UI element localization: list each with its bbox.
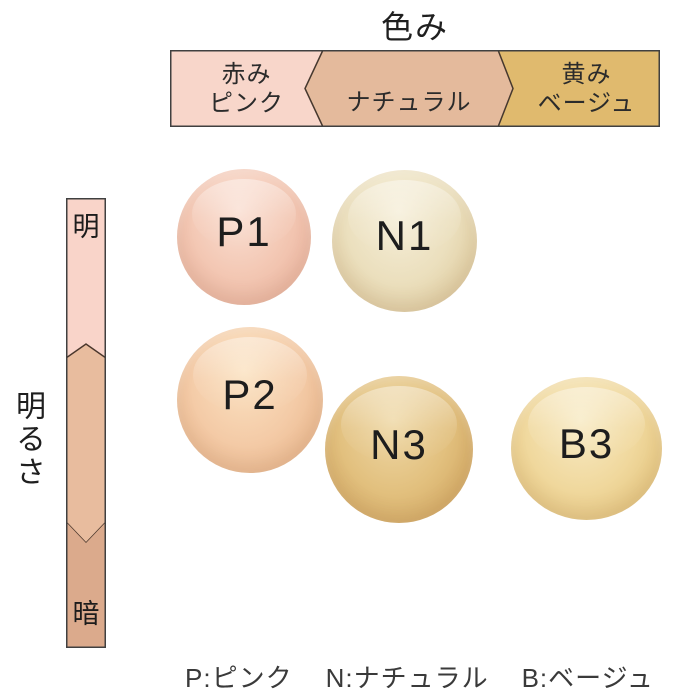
color-axis-bar: 赤み ピンク ナチュラル 黄み ベージュ <box>170 50 660 127</box>
swatch-b3-code: B3 <box>558 419 615 467</box>
brightness-label-dark: 暗 <box>72 599 100 629</box>
swatch-n3-code: N3 <box>370 420 428 468</box>
color-axis-shape <box>170 50 660 127</box>
swatch-p2-code: P2 <box>222 371 278 418</box>
swatch-n1: N1 <box>332 170 477 312</box>
swatch-p1-code: P1 <box>216 208 272 255</box>
brightness-axis-border <box>66 198 106 648</box>
brightness-bottom-segment <box>66 522 106 648</box>
legend-item-pink: P:ピンク <box>185 663 293 693</box>
segment-label-natural-line1: ナチュラル <box>346 89 472 116</box>
swatch-p1: P1 <box>177 169 311 305</box>
brightness-axis-title: 明るさ <box>11 390 44 489</box>
legend-item-natural: N:ナチュラル <box>325 663 489 693</box>
segment-label-beige-line1: 黄み <box>561 61 612 88</box>
swatch-n3: N3 <box>325 376 473 523</box>
swatch-p2: P2 <box>177 327 323 473</box>
segment-label-beige-line2: ベージュ <box>537 90 636 117</box>
brightness-middle-segment <box>66 343 106 545</box>
brightness-axis-shape <box>66 198 106 648</box>
legend: P:ピンク N:ナチュラル B:ベージュ <box>185 658 685 695</box>
color-axis-title: 色み <box>380 9 449 45</box>
natural-segment-ribbon <box>304 50 514 127</box>
swatch-b3: B3 <box>511 377 662 520</box>
segment-label-pink-line2: ピンク <box>209 90 284 117</box>
brightness-axis-bar: 明 暗 <box>66 198 106 648</box>
brightness-label-bright: 明 <box>72 212 100 242</box>
color-axis-border <box>170 50 660 127</box>
segment-label-pink-line1: 赤み <box>221 61 272 88</box>
segment-label-pink: 赤み ピンク <box>170 60 323 118</box>
segment-label-beige: 黄み ベージュ <box>513 60 660 118</box>
legend-item-beige: B:ベージュ <box>521 663 654 693</box>
brightness-top-segment <box>66 198 106 358</box>
segment-label-natural: ナチュラル <box>305 88 513 117</box>
swatch-n1-code: N1 <box>375 212 434 259</box>
